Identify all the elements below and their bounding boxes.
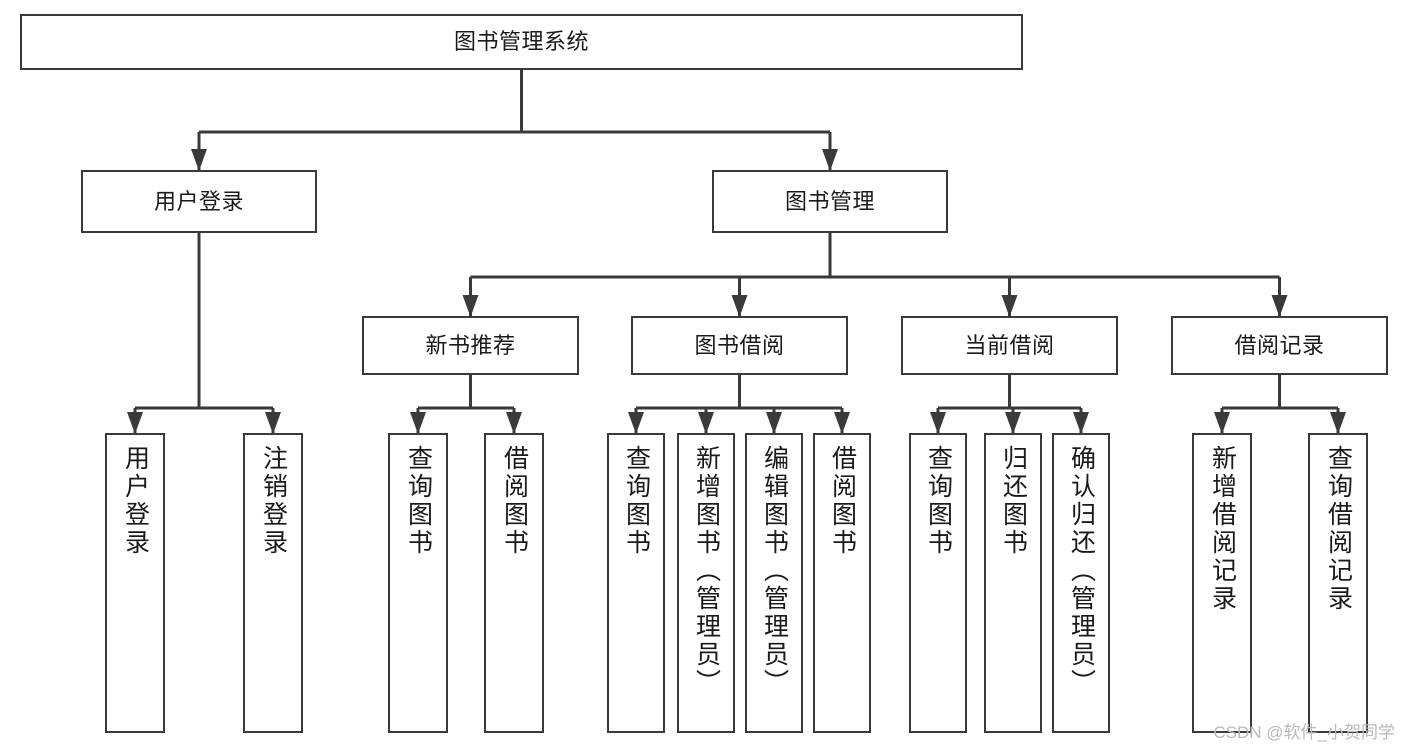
arrowhead-icon — [930, 412, 946, 434]
node-label: 编辑图书（管理员） — [760, 445, 789, 697]
node-label: 查询图书 — [622, 445, 651, 557]
node-leaf12[interactable]: 新增借阅记录 — [1192, 433, 1252, 733]
node-leaf7[interactable]: 编辑图书（管理员） — [745, 433, 803, 733]
node-leaf1[interactable]: 用户登录 — [105, 433, 165, 733]
arrowhead-icon — [410, 412, 426, 434]
node-label: 查询借阅记录 — [1324, 445, 1353, 613]
arrowhead-icon — [1073, 412, 1089, 434]
node-label: 用户登录 — [121, 445, 150, 557]
node-label: 新书推荐 — [425, 332, 516, 358]
node-current[interactable]: 当前借阅 — [901, 316, 1118, 375]
node-leaf13[interactable]: 查询借阅记录 — [1308, 433, 1368, 733]
node-label: 注销登录 — [259, 445, 288, 557]
arrowhead-icon — [462, 295, 479, 317]
node-label: 归还图书 — [999, 445, 1028, 557]
node-label: 查询图书 — [404, 445, 433, 557]
arrowhead-icon — [766, 412, 782, 434]
node-label: 图书管理系统 — [453, 29, 589, 55]
arrowhead-icon — [191, 149, 207, 171]
node-leaf11[interactable]: 确认归还（管理员） — [1052, 433, 1110, 733]
node-label: 新增借阅记录 — [1208, 445, 1237, 613]
arrowhead-icon — [822, 149, 838, 171]
arrowhead-icon — [628, 412, 644, 434]
arrowhead-icon — [1330, 412, 1346, 434]
node-leaf4[interactable]: 借阅图书 — [484, 433, 544, 733]
arrowhead-icon — [1001, 295, 1018, 317]
node-records[interactable]: 借阅记录 — [1171, 316, 1388, 375]
node-label: 查询图书 — [924, 445, 953, 557]
arrowhead-icon — [127, 412, 143, 434]
node-newbook[interactable]: 新书推荐 — [362, 316, 579, 375]
arrowhead-icon — [1005, 412, 1021, 434]
arrowhead-icon — [265, 412, 281, 434]
node-label: 新增图书（管理员） — [692, 445, 721, 697]
node-borrow[interactable]: 图书借阅 — [631, 316, 848, 375]
arrowhead-icon — [506, 412, 522, 434]
node-root[interactable]: 图书管理系统 — [20, 14, 1023, 70]
node-leaf6[interactable]: 新增图书（管理员） — [677, 433, 735, 733]
node-label: 当前借阅 — [964, 332, 1055, 358]
arrowhead-icon — [1214, 412, 1230, 434]
arrowhead-icon — [698, 412, 714, 434]
arrowhead-icon — [834, 412, 850, 434]
node-label: 图书管理 — [784, 188, 875, 214]
node-label: 借阅图书 — [500, 445, 529, 557]
node-leaf2[interactable]: 注销登录 — [243, 433, 303, 733]
node-leaf3[interactable]: 查询图书 — [388, 433, 448, 733]
node-label: 借阅记录 — [1234, 332, 1325, 358]
node-label: 用户登录 — [153, 188, 244, 214]
node-leaf5[interactable]: 查询图书 — [607, 433, 665, 733]
arrowhead-icon — [731, 295, 748, 317]
node-leaf8[interactable]: 借阅图书 — [813, 433, 871, 733]
watermark: CSDN @软件_小贺同学 — [1213, 723, 1395, 742]
node-label: 确认归还（管理员） — [1067, 445, 1096, 697]
node-label: 图书借阅 — [694, 332, 785, 358]
node-login[interactable]: 用户登录 — [81, 170, 317, 233]
node-leaf10[interactable]: 归还图书 — [984, 433, 1042, 733]
node-bookmgmt[interactable]: 图书管理 — [712, 170, 948, 233]
node-label: 借阅图书 — [828, 445, 857, 557]
node-leaf9[interactable]: 查询图书 — [909, 433, 967, 733]
arrowhead-icon — [1271, 295, 1288, 317]
